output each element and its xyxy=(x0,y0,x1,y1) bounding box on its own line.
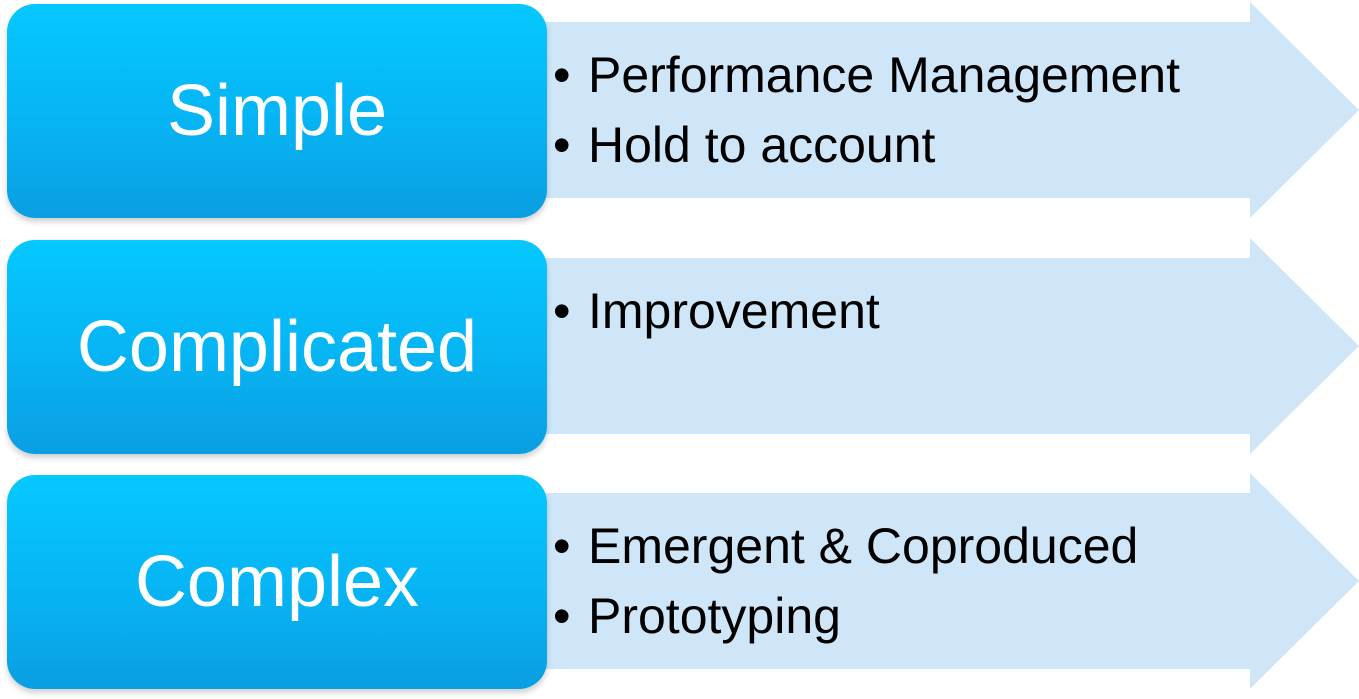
arrow-complicated xyxy=(540,238,1359,454)
bullet-list-simple: • Performance Management • Hold to accou… xyxy=(553,40,1180,180)
bullet-item: • Emergent & Coproduced xyxy=(553,511,1138,581)
row-complex: Complex • Emergent & Coproduced • Protot… xyxy=(0,473,1359,689)
bullet-item: • Hold to account xyxy=(553,110,1180,180)
bullet-text: Performance Management xyxy=(588,47,1180,103)
bullet-text: Hold to account xyxy=(588,117,936,173)
box-complicated: Complicated xyxy=(7,240,547,454)
box-complex: Complex xyxy=(7,475,547,689)
box-simple: Simple xyxy=(7,4,547,218)
bullet-dot-icon: • xyxy=(553,518,571,574)
bullet-list-complicated: • Improvement xyxy=(553,276,880,346)
arrow-complex xyxy=(540,473,1359,689)
row-complicated: Complicated • Improvement xyxy=(0,238,1359,454)
bullet-item: • Prototyping xyxy=(553,581,1138,651)
bullet-item: • Performance Management xyxy=(553,40,1180,110)
bullet-text: Prototyping xyxy=(588,588,841,644)
bullet-item: • Improvement xyxy=(553,276,880,346)
bullet-list-complex: • Emergent & Coproduced • Prototyping xyxy=(553,511,1138,651)
box-label-complicated: Complicated xyxy=(76,307,478,387)
bullet-text: Emergent & Coproduced xyxy=(588,518,1139,574)
row-simple: Simple • Performance Management • Hold t… xyxy=(0,2,1359,218)
arrow-simple xyxy=(540,2,1359,218)
bullet-dot-icon: • xyxy=(553,588,571,644)
bullet-dot-icon: • xyxy=(553,283,571,339)
bullet-text: Improvement xyxy=(588,283,880,339)
bullet-dot-icon: • xyxy=(553,47,571,103)
bullet-dot-icon: • xyxy=(553,117,571,173)
box-label-complex: Complex xyxy=(134,542,420,622)
box-label-simple: Simple xyxy=(166,71,388,151)
